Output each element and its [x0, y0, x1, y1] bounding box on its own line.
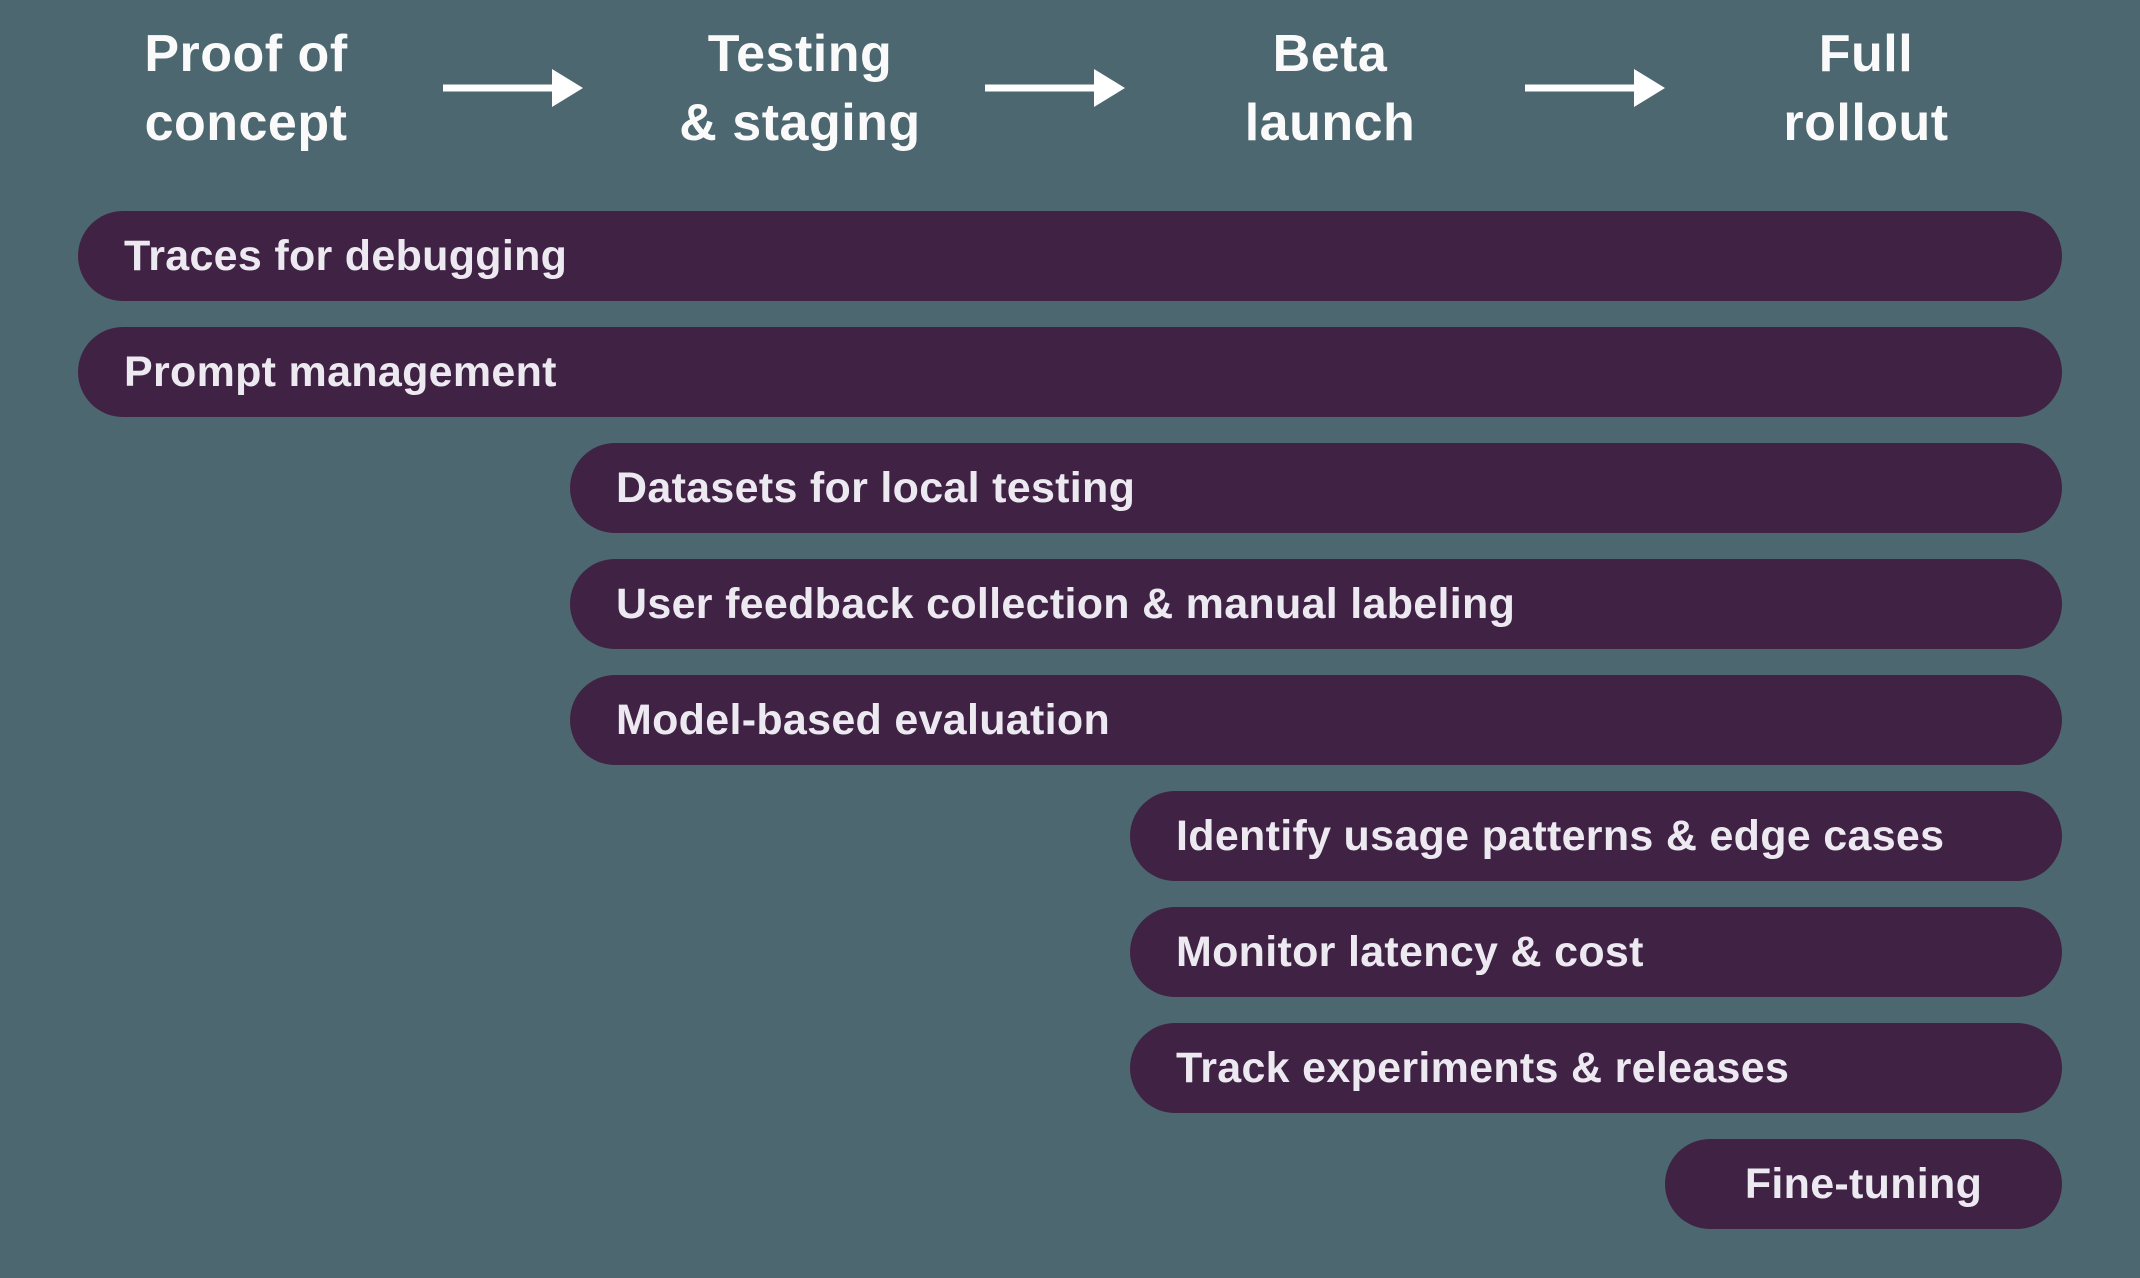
- bar-fine-tuning: Fine-tuning: [1665, 1139, 2062, 1229]
- arrow-right-icon: [443, 69, 583, 107]
- arrow-right-icon: [1525, 69, 1665, 107]
- bar-label: Model-based evaluation: [616, 695, 1111, 744]
- bar-traces-for-debugging: Traces for debugging: [78, 211, 2062, 301]
- bar-track-experiments-releases: Track experiments & releases: [1130, 1023, 2062, 1113]
- bar-prompt-management: Prompt management: [78, 327, 2062, 417]
- bar-identify-usage-patterns: Identify usage patterns & edge cases: [1130, 791, 2062, 881]
- bar-label: Prompt management: [124, 347, 557, 396]
- bar-model-based-evaluation: Model-based evaluation: [570, 675, 2062, 765]
- phase-header-beta-launch: Beta launch: [1244, 25, 1416, 152]
- bar-label: Identify usage patterns & edge cases: [1176, 811, 1945, 860]
- bar-label: Track experiments & releases: [1176, 1043, 1790, 1092]
- bar-label: Monitor latency & cost: [1176, 927, 1644, 976]
- phase-header-full-rollout: Full rollout: [1783, 25, 1949, 152]
- bar-monitor-latency-cost: Monitor latency & cost: [1130, 907, 2062, 997]
- bar-label: User feedback collection & manual labeli…: [616, 579, 1516, 628]
- arrow-right-icon: [985, 69, 1125, 107]
- phase-header-testing-staging: Testing & staging: [679, 25, 921, 152]
- phase-header-proof-of-concept: Proof of concept: [144, 25, 348, 152]
- bar-label: Traces for debugging: [124, 231, 568, 280]
- bar-datasets-for-local-testing: Datasets for local testing: [570, 443, 2062, 533]
- bar-label: Fine-tuning: [1744, 1159, 1983, 1208]
- bar-user-feedback-collection: User feedback collection & manual labeli…: [570, 559, 2062, 649]
- bar-label: Datasets for local testing: [616, 463, 1136, 512]
